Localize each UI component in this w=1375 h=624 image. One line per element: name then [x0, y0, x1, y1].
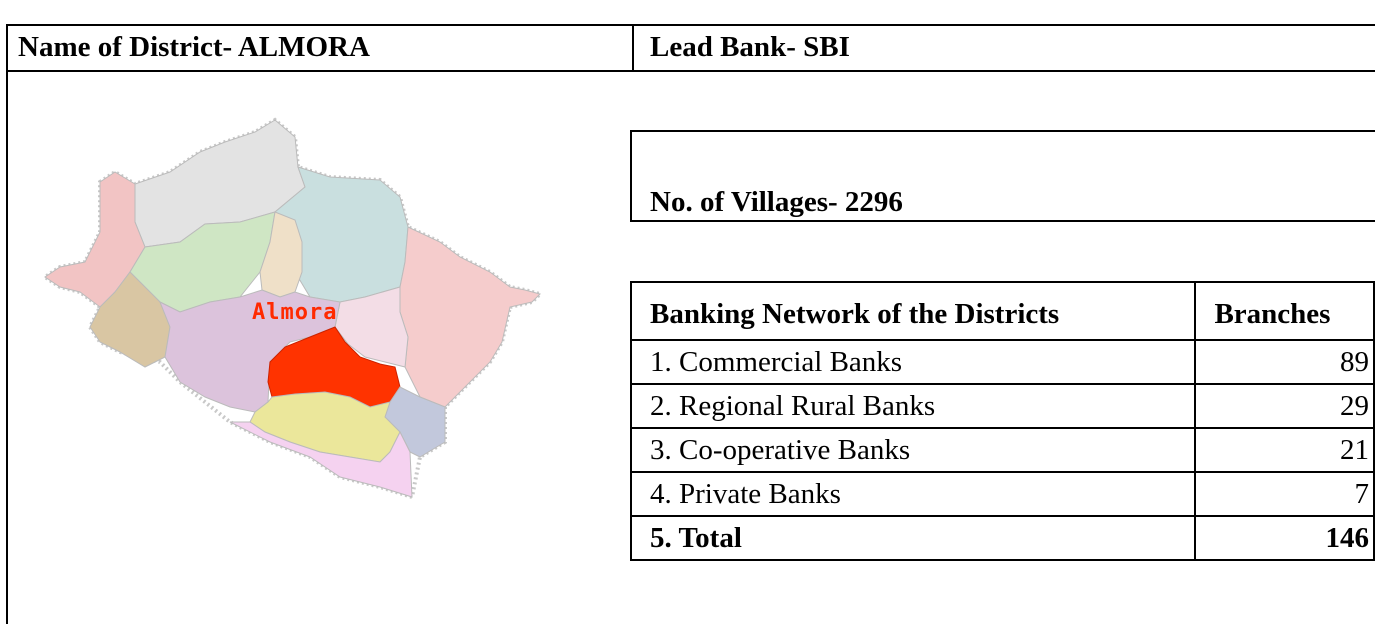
region-east: [399, 226, 541, 408]
district-map: Almora: [41, 117, 544, 500]
branch-count: 89: [1194, 339, 1375, 385]
villages-count: No. of Villages- 2296: [650, 186, 903, 218]
total-label: 5. Total: [629, 515, 1197, 561]
bank-type: 2. Regional Rural Banks: [629, 383, 1197, 429]
header-divider: [6, 70, 1375, 72]
region-far-south: [229, 421, 413, 498]
total-count: 146: [1194, 515, 1375, 561]
map-label-almora: Almora: [252, 300, 337, 325]
table-header-row: Banking Network of the Districts Branche…: [629, 281, 1375, 341]
banking-network-table: Banking Network of the Districts Branche…: [629, 281, 1375, 561]
bank-type: 4. Private Banks: [629, 471, 1197, 517]
column-header-network: Banking Network of the Districts: [629, 281, 1197, 341]
table-row: 2. Regional Rural Banks 29: [629, 383, 1375, 429]
branch-count: 29: [1194, 383, 1375, 429]
page-frame: [6, 24, 1375, 624]
table-row: 3. Co-operative Banks 21: [629, 427, 1375, 473]
lead-bank: Lead Bank- SBI: [650, 31, 850, 63]
district-name: Name of District- ALMORA: [18, 31, 370, 63]
table-row: 1. Commercial Banks 89: [629, 339, 1375, 385]
table-row: 4. Private Banks 7: [629, 471, 1375, 517]
branch-count: 21: [1194, 427, 1375, 473]
region-north-east: [334, 286, 409, 368]
header-column-divider: [632, 24, 634, 70]
villages-box: No. of Villages- 2296: [630, 130, 1375, 222]
bank-type: 3. Co-operative Banks: [629, 427, 1197, 473]
bank-type: 1. Commercial Banks: [629, 339, 1197, 385]
column-header-branches: Branches: [1194, 281, 1375, 341]
table-total-row: 5. Total 146: [629, 515, 1375, 561]
branch-count: 7: [1194, 471, 1375, 517]
